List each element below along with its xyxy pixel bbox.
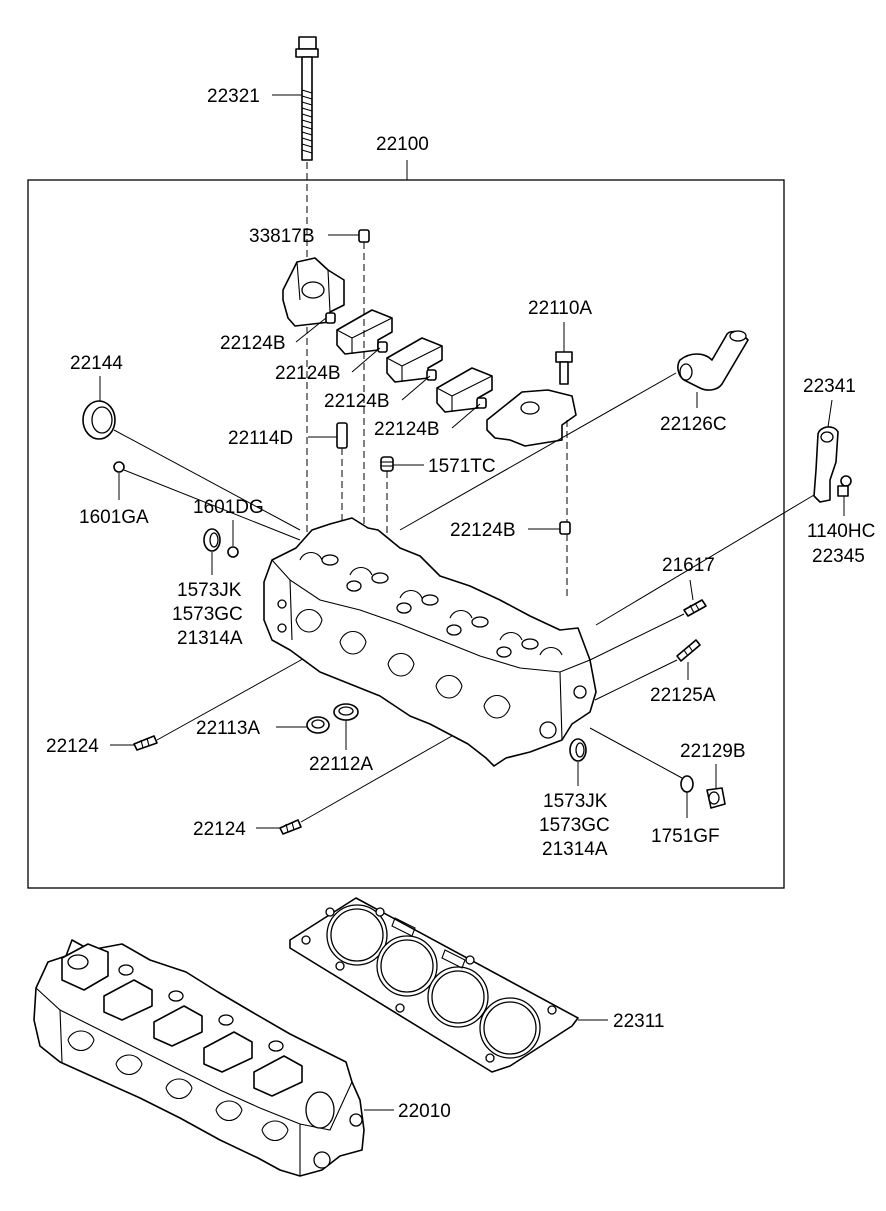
seal-1573JK-right[interactable]: [569, 738, 587, 762]
label-21314A-2: 21314A: [542, 839, 608, 860]
label-22010: 22010: [398, 1101, 451, 1122]
label-22100: 22100: [376, 134, 429, 155]
stud-22124-lower[interactable]: [279, 819, 302, 835]
label-22345: 22345: [812, 546, 865, 567]
valve-guide-22114D[interactable]: [336, 422, 348, 449]
label-22124B-5: 22124B: [450, 520, 516, 541]
stud-22125A[interactable]: [676, 639, 701, 662]
cam-cap-rear[interactable]: [486, 389, 577, 447]
label-1601GA: 1601GA: [79, 507, 149, 528]
label-22129B: 22129B: [680, 741, 746, 762]
label-21314A-1: 21314A: [177, 628, 243, 649]
part-1571TC[interactable]: [380, 456, 394, 472]
seal-1573JK-left[interactable]: [203, 528, 221, 552]
label-22124B-4: 22124B: [374, 419, 440, 440]
label-1140HC: 1140HC: [807, 521, 875, 542]
label-22126C: 22126C: [660, 414, 727, 435]
label-22311: 22311: [613, 1011, 664, 1032]
bolt-22110A[interactable]: [555, 351, 573, 385]
label-1573GC-2: 1573GC: [539, 815, 610, 836]
cylinder-head-complete-22010[interactable]: [33, 939, 365, 1177]
label-22341: 22341: [803, 376, 856, 397]
breather-pipe-22126C[interactable]: [677, 330, 749, 391]
label-22125A: 22125A: [650, 685, 716, 706]
seal-22113A[interactable]: [306, 716, 330, 734]
label-22144: 22144: [70, 353, 123, 374]
dowel-pins[interactable]: [325, 229, 571, 535]
label-22124-2: 22124: [193, 819, 246, 840]
label-22113A: 22113A: [196, 718, 260, 739]
label-22112A: 22112A: [309, 754, 373, 775]
label-1571TC: 1571TC: [428, 456, 496, 477]
plug-1601GA[interactable]: [113, 461, 125, 473]
head-gasket-22311[interactable]: [289, 897, 579, 1073]
assembly-22100-frame: [27, 179, 785, 889]
label-22124B-2: 22124B: [275, 363, 341, 384]
oil-seal-22144[interactable]: [82, 400, 116, 440]
plug-22129B[interactable]: [706, 787, 726, 809]
label-33817B: 33817B: [249, 226, 315, 247]
bracket-22341[interactable]: [813, 426, 839, 503]
label-1601DG: 1601DG: [193, 497, 264, 518]
bolt-1140HC[interactable]: [837, 475, 852, 497]
gasket-1751GF[interactable]: [680, 775, 694, 793]
label-1573JK-1: 1573JK: [177, 580, 242, 601]
label-21617: 21617: [662, 555, 715, 576]
label-1573JK-2: 1573JK: [543, 791, 608, 812]
cam-cap-3[interactable]: [386, 337, 443, 383]
stud-21617[interactable]: [683, 599, 707, 617]
label-22110A: 22110A: [528, 298, 592, 319]
head-bolt-22321[interactable]: [295, 36, 319, 161]
seal-22112A[interactable]: [333, 703, 359, 721]
stud-22124-upper[interactable]: [133, 735, 158, 751]
label-22321: 22321: [207, 86, 260, 107]
plug-1601DG[interactable]: [227, 546, 239, 558]
label-22124B-1: 22124B: [220, 333, 286, 354]
label-1751GF: 1751GF: [651, 826, 720, 847]
label-22114D: 22114D: [228, 428, 293, 449]
label-22124-1: 22124: [46, 736, 99, 757]
label-22124B-3: 22124B: [324, 391, 390, 412]
label-1573GC-1: 1573GC: [172, 604, 243, 625]
cylinder-head-casting[interactable]: [263, 517, 597, 767]
cam-cap-front[interactable]: [282, 257, 345, 327]
